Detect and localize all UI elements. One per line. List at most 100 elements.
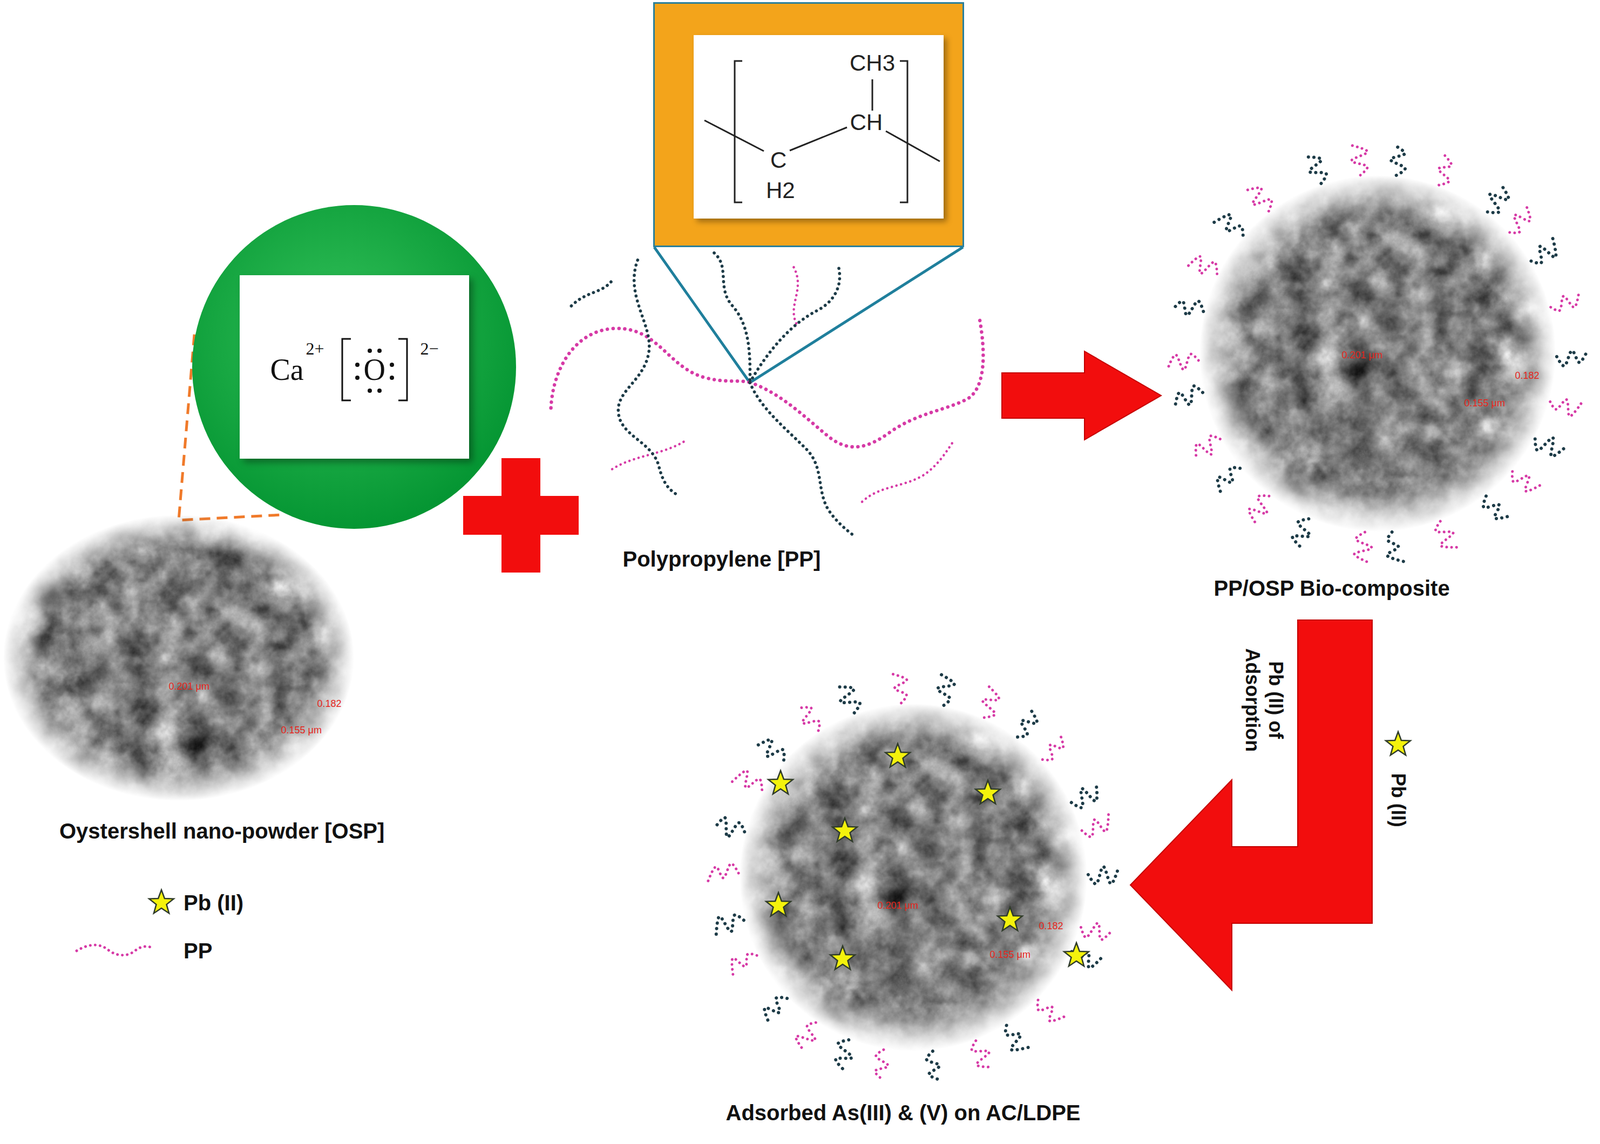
- polymer-chain: [1037, 1000, 1064, 1022]
- polymer-chain: [1071, 784, 1097, 809]
- electron-dot: [355, 362, 360, 368]
- polymer-chain: [1292, 519, 1311, 550]
- polymer-chain: [731, 953, 757, 976]
- polymer-chain: [714, 817, 745, 838]
- text-slot: H2: [765, 177, 796, 204]
- text-slot: Oystershell nano-powder [OSP]: [59, 818, 385, 844]
- polymer-chain: [754, 739, 784, 761]
- text-slot: Polypropylene [PP]: [622, 546, 822, 572]
- callout-leader: [654, 247, 964, 383]
- node-label: PP/OSP Bio-composite: [1214, 575, 1450, 601]
- element-symbol: Ca: [270, 352, 304, 388]
- node-label: Oystershell nano-powder [OSP]: [59, 818, 385, 844]
- polymer-chain: [1246, 187, 1272, 212]
- polymer-chain: [571, 280, 613, 307]
- polymer-chain: [1386, 532, 1404, 562]
- bracket: [398, 339, 408, 401]
- text-slot: Pb (II) of Adsorption: [1207, 676, 1321, 724]
- element-symbol: O: [363, 352, 386, 388]
- polymer-chain: [1509, 205, 1531, 234]
- text-slot: PP/OSP Bio-composite: [1214, 575, 1450, 601]
- polymer-chain: [1512, 471, 1541, 492]
- text-slot: CH: [850, 109, 884, 136]
- ion-label: Pb (II): [1386, 773, 1409, 827]
- node-label: Adsorbed As(III) & (V) on AC/LDPE: [726, 1100, 1081, 1126]
- sem-image: [1164, 140, 1591, 567]
- legend-label: Pb (II): [183, 890, 244, 916]
- polymer-chains-art: [539, 237, 999, 540]
- sem-image-ellipse: Oystershell nano-powder [OSP]: [3, 514, 355, 802]
- plus-bar: [501, 458, 541, 573]
- formula-card: Ca2+ O 2−: [239, 275, 470, 459]
- text-slot: C: [770, 147, 787, 174]
- electron-dot: [377, 388, 382, 393]
- electron-dot: [377, 348, 382, 354]
- chemical-bond: [885, 131, 940, 162]
- polymer-chain: [1556, 350, 1588, 367]
- structure-card: [693, 35, 944, 219]
- polymer-chain: [835, 1040, 852, 1071]
- ion-star: [765, 892, 791, 917]
- polymer-chain: [612, 440, 686, 470]
- polymer-chain: [714, 253, 750, 383]
- adsorbed-circle: Adsorbed As(III) & (V) on AC/LDPE: [702, 667, 1124, 1089]
- text-slot: PP: [183, 938, 213, 964]
- polymer-chain: [1390, 144, 1406, 176]
- text-slot: CH3: [849, 50, 896, 77]
- chemical-group: H2: [765, 177, 796, 204]
- ion-charge: 2+: [306, 339, 325, 359]
- polymer-chain: [890, 673, 907, 704]
- sem-texture: [1199, 175, 1556, 532]
- polymer-chain: [551, 328, 751, 409]
- legend-star: [148, 890, 174, 914]
- electron-dot: [389, 362, 395, 368]
- chemical-group: C: [770, 147, 787, 174]
- plus-bar: [463, 496, 579, 535]
- polymer-chain: [1173, 301, 1204, 316]
- plus-sign: [463, 458, 579, 573]
- polymer-chain: [875, 1049, 889, 1081]
- polymer-chain: [1081, 923, 1112, 941]
- sem-image: [3, 514, 355, 802]
- polymer-chains: Polypropylene [PP]: [539, 237, 999, 540]
- process-arrow: [1001, 351, 1162, 440]
- edge-label: Pb (II) of Adsorption: [1241, 643, 1288, 757]
- text-slot: Pb (II): [1371, 789, 1426, 812]
- polymer-chain: [1487, 184, 1509, 213]
- legend-label: PP: [183, 938, 213, 964]
- polymer-chain: [1354, 532, 1372, 564]
- formula-circle: Ca2+ O 2−: [191, 204, 518, 531]
- polymer-chain: [1483, 496, 1510, 519]
- electron-dot: [355, 375, 360, 381]
- polymer-chain: [1304, 157, 1327, 184]
- chemical-bond: [871, 79, 874, 111]
- chemical-group: CH3: [849, 50, 896, 77]
- sem-texture: [3, 514, 355, 802]
- polymer-chain: [837, 687, 860, 714]
- polymer-chain: [708, 863, 739, 882]
- sem-texture: [739, 703, 1088, 1052]
- electron-dot: [367, 348, 372, 354]
- polymer-chain: [1438, 154, 1452, 186]
- polymer-chain: [1550, 294, 1579, 311]
- ion-star: [997, 907, 1023, 931]
- chemical-bond: [789, 127, 847, 151]
- polymer-chain: [1168, 354, 1199, 370]
- polymer-chain: [618, 260, 676, 494]
- text-slot: O: [363, 352, 386, 388]
- ion-star: [885, 743, 911, 768]
- structure-box: CH3CH C H2: [653, 2, 965, 248]
- text-slot: Pb (II): [183, 890, 244, 916]
- polymer-chain: [1550, 399, 1582, 417]
- process-arrow: [1130, 620, 1373, 991]
- polymer-chain: [797, 707, 820, 731]
- chemical-group: CH: [850, 109, 884, 136]
- legend-chain: [76, 945, 154, 956]
- polymer-chain: [926, 1051, 942, 1081]
- text-slot: 2−: [420, 339, 439, 359]
- ion-charge: 2−: [420, 339, 439, 359]
- polymer-chain: [1081, 814, 1109, 838]
- polymer-chain: [1351, 145, 1368, 176]
- text-slot: 2+: [306, 339, 325, 359]
